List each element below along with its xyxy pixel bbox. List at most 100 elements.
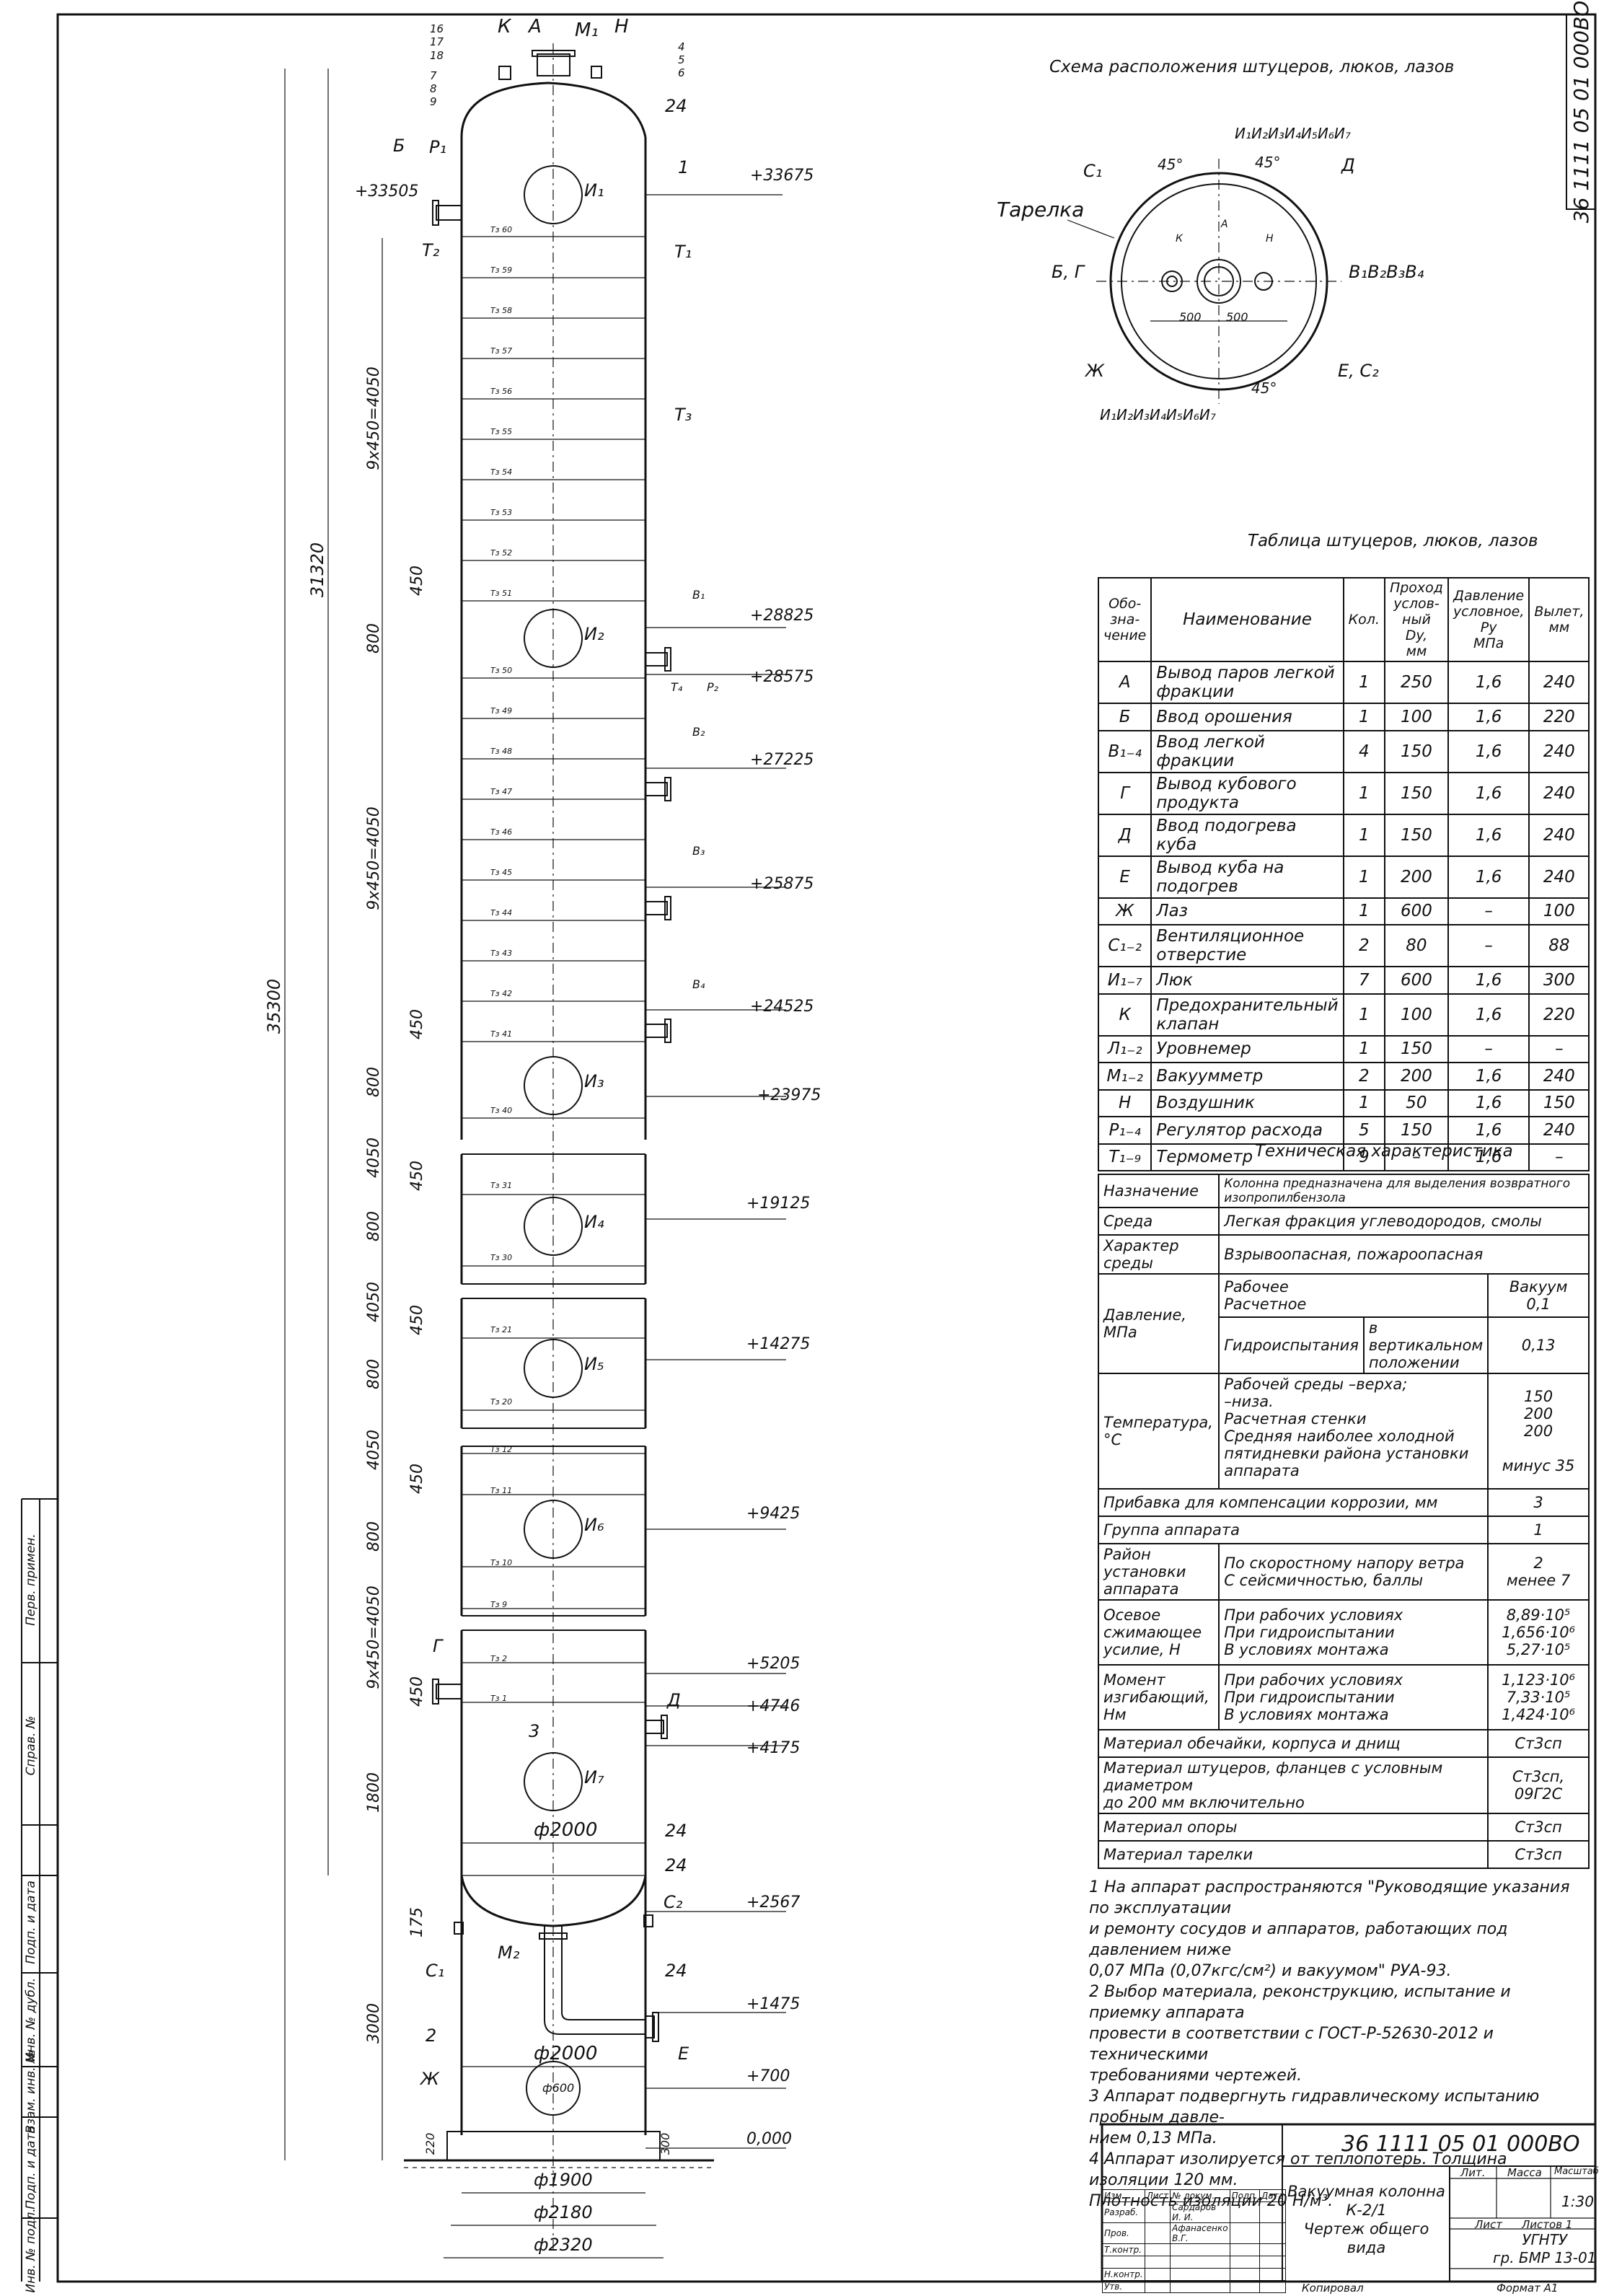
text-label: Ст3сп <box>1487 1729 1590 1758</box>
stamp-cell <box>1144 2280 1171 2293</box>
schema-tray-label: Тарелка <box>997 198 1084 221</box>
text-label: 8,89·10⁵ 1,656·10⁶ 5,27·10⁵ <box>1487 1599 1590 1666</box>
text-label: Вакуум 0,1 <box>1487 1273 1590 1318</box>
tray-labels: Тз 60 Тз 59 Тз 58 Тз 57 Тз 56 Тз 55 Тз 5… <box>490 225 512 1703</box>
text-label: 24 <box>665 1855 687 1875</box>
nozzle-value: 1,6 <box>1447 1062 1530 1091</box>
stamp-scale: 1:30 <box>1561 2193 1594 2210</box>
text-label: Обо- зна- чение <box>1097 577 1152 662</box>
text-label: 9 <box>430 95 437 108</box>
nozzle-name: Вакуумметр <box>1150 1062 1344 1091</box>
tray-label: Тз 44 <box>490 908 512 918</box>
text-label: Листов 1 <box>1522 2218 1573 2231</box>
margin-inv-podl: Инв. № подл. <box>24 2208 38 2292</box>
stamp-cell <box>1259 2256 1286 2269</box>
tray-label: Тз 43 <box>490 949 512 958</box>
stamp-cell: Н.контр. <box>1102 2268 1145 2281</box>
text-label: 450 <box>408 1676 426 1707</box>
text-label: Материал обечайки, корпуса и днищ <box>1097 1729 1489 1758</box>
text-label: 500 <box>1179 310 1202 324</box>
tray-label: Тз 57 <box>490 346 512 356</box>
nozzle-value: 150 <box>1383 1116 1449 1145</box>
text-label: А <box>1220 219 1228 230</box>
margin-sprav: Справ. № <box>24 1716 38 1776</box>
text-label: В₁ <box>692 588 705 602</box>
text-label: Лист <box>1475 2218 1503 2231</box>
elevations: +33675 +33505 +28825 +28575 +27225 +2587… <box>355 167 821 2149</box>
margin-podp1: Подп. и дата <box>24 1881 38 1964</box>
tray-label: Тз 54 <box>490 467 512 477</box>
text-label: Г <box>433 1636 444 1656</box>
manhole-circle <box>524 1500 583 1559</box>
tray-label: Тз 40 <box>490 1106 512 1115</box>
nozzle-name: Ввод орошения <box>1150 703 1344 731</box>
note-line: нием 0,13 МПа. <box>1089 2129 1217 2147</box>
manhole-label: И₇ <box>584 1767 604 1787</box>
text-label: Т₂ <box>422 240 440 260</box>
stamp-cell: Разраб. <box>1102 2202 1145 2223</box>
side-labels: Б Р₁ Т₂ Т₁ Т₃ В₁ В₂ В₃ В₄ Т₄ Р₂ Г Д Е Ж … <box>393 136 719 2089</box>
manhole-label: И₃ <box>584 1071 604 1091</box>
elevation: +24525 <box>750 998 814 1016</box>
text-label: Кол. <box>1342 577 1385 662</box>
elevation: +19125 <box>746 1195 810 1213</box>
margin-podp2: Подп. и дата <box>24 2126 38 2209</box>
note-line: 1 На аппарат распространяются "Руководящ… <box>1089 1878 1570 1917</box>
manhole-zh-circle <box>526 2061 581 2116</box>
text-label: Д <box>1341 155 1355 175</box>
text-label: 9х450=4050 <box>365 806 383 910</box>
nozzle-name: Предохранительный клапан <box>1150 993 1344 1037</box>
stamp-cell <box>1170 2280 1230 2293</box>
text-label: 450 <box>408 1464 426 1494</box>
tray-label: Тз 60 <box>490 225 512 234</box>
tray-label: Тз 49 <box>490 706 512 716</box>
tray-label: Тз 52 <box>490 548 512 558</box>
margin-perv: Перв. примен. <box>24 1534 38 1626</box>
text-label: ф2180 <box>534 2202 593 2222</box>
nozzle-code: Д <box>1097 813 1152 857</box>
stamp-cell <box>1259 2222 1286 2244</box>
text-label: 450 <box>408 1305 426 1335</box>
text-label: Колонна предназначена для выделения возв… <box>1218 1174 1590 1208</box>
elevation: +33675 <box>750 167 814 185</box>
text-label: С₁ <box>1083 161 1102 181</box>
manhole-circle <box>524 1197 583 1256</box>
stamp-cell <box>1229 2268 1260 2281</box>
table-header-row: Обо- зна- чение Наименование Кол. Проход… <box>1097 577 1590 662</box>
stamp-row: Разраб.Сардаров И. И. <box>1102 2202 1286 2223</box>
nozzle-name: Ввод легкой фракции <box>1150 729 1344 773</box>
code-box <box>1566 14 1596 210</box>
text-label: 1800 <box>365 1772 383 1813</box>
text-label: 18 <box>430 49 444 62</box>
elevation: +5205 <box>746 1655 800 1673</box>
stamp-row: Т.контр. <box>1102 2243 1286 2256</box>
text-label: Давление, МПа <box>1097 1273 1220 1374</box>
text-label: ф2320 <box>534 2235 593 2255</box>
text-label: Формат А1 <box>1497 2282 1559 2295</box>
nozzle-table: Обо- зна- чение Наименование Кол. Проход… <box>1097 577 1590 1171</box>
text-label: 24 <box>665 1961 687 1981</box>
nozzle-value: 1,6 <box>1447 993 1530 1037</box>
top-label-m1: М₁ <box>575 19 599 41</box>
tray-label: Тз 20 <box>490 1397 512 1407</box>
nozzle-value: 1 <box>1342 855 1385 899</box>
text-label: минус 35 <box>1502 1457 1575 1474</box>
stamp-org: УГНТУ гр. БМР 13-01 <box>1493 2231 1597 2266</box>
text-label: Материал тарелки <box>1097 1840 1489 1869</box>
text-label: Р₁ <box>429 137 446 157</box>
manhole-label: И₁ <box>584 180 604 201</box>
nozzle-value: 1,6 <box>1447 661 1530 704</box>
stamp-cell <box>1259 2202 1286 2223</box>
text-label: –верха; –низа. <box>1224 1376 1408 1410</box>
text-label: 800 <box>365 1067 383 1097</box>
nozzle-value: 1 <box>1342 703 1385 731</box>
text-label: 800 <box>365 623 383 654</box>
nozzle-value: 200 <box>1383 855 1449 899</box>
text-label: 1 <box>1487 1516 1590 1544</box>
